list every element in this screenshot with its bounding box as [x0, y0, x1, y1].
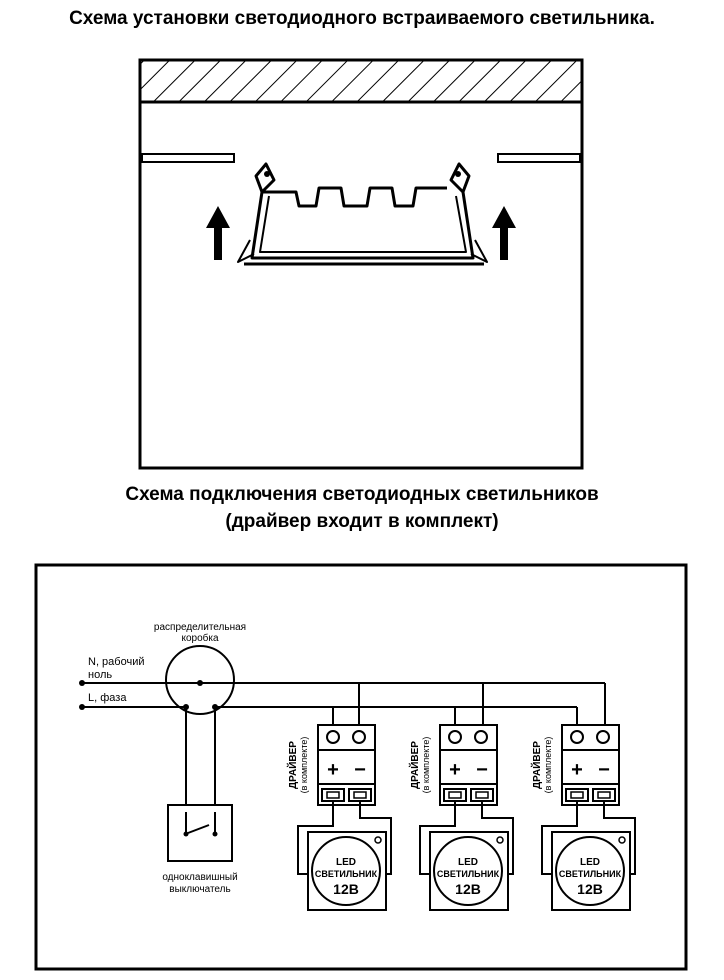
- lamp-label: СВЕТИЛЬНИК: [437, 869, 500, 879]
- terminal-screw: [353, 791, 367, 799]
- switch-label: одноклавишный: [162, 872, 237, 883]
- lamp-label: СВЕТИЛЬНИК: [315, 869, 378, 879]
- neutral-label: ноль: [88, 669, 112, 681]
- lamp-label: LED: [458, 857, 478, 868]
- lamp-label: LED: [580, 857, 600, 868]
- wiring-frame: [34, 563, 688, 971]
- room-frame: [138, 58, 584, 470]
- lamp-wire: [297, 801, 334, 875]
- driver-label-text: ДРАЙВЕР: [530, 741, 543, 789]
- led-fixture-lens: [555, 836, 625, 906]
- plus-sign: +: [327, 759, 339, 781]
- terminal-screw: [597, 791, 611, 799]
- arrow-up-icon: [492, 206, 516, 260]
- led-fixture-lens: [433, 836, 503, 906]
- terminal-screw: [475, 791, 489, 799]
- lamp-wire: [359, 801, 392, 875]
- led-fixture-lens: [311, 836, 381, 906]
- lamp-wire: [481, 801, 514, 875]
- ceiling-panel-right: [497, 153, 581, 163]
- lamp-label: LED: [336, 857, 356, 868]
- driver-sub-label: (в комплекте): [421, 737, 431, 794]
- wiring-diagram: распределительная коробка N, рабочий нол…: [34, 563, 688, 971]
- plus-sign: +: [449, 759, 461, 781]
- driver-label: ДРАЙВЕР(в комплекте): [530, 737, 553, 794]
- arrow-up-icon: [206, 206, 230, 260]
- junction-box-label: распределительная: [154, 622, 246, 633]
- junction-dot: [212, 704, 218, 710]
- neutral-label: N, рабочий: [88, 656, 145, 668]
- driver-label-text: ДРАЙВЕР: [286, 741, 299, 789]
- installation-diagram: [138, 58, 584, 470]
- terminal-screw: [326, 791, 340, 799]
- driver-label-text: ДРАЙВЕР: [408, 741, 421, 789]
- lamp-voltage: 12В: [333, 881, 359, 897]
- switch-label: выключатель: [169, 884, 230, 895]
- junction-box-label: коробка: [181, 632, 218, 644]
- junction-dot: [183, 704, 189, 710]
- driver-input-terminal: [570, 730, 584, 744]
- minus-sign: −: [476, 759, 488, 781]
- driver-sub-label: (в комплекте): [299, 737, 309, 794]
- wiring-diagram-subtitle: (драйвер входит в комплект): [225, 511, 499, 532]
- driver-sub-label: (в комплекте): [543, 737, 553, 794]
- junction-box: [165, 645, 235, 715]
- lamp-wire: [603, 801, 636, 875]
- lamp-voltage: 12В: [455, 881, 481, 897]
- phase-label: L, фаза: [88, 692, 127, 704]
- fixture-screw: [374, 836, 382, 844]
- driver-label: ДРАЙВЕР(в комплекте): [286, 737, 309, 794]
- terminal-screw: [570, 791, 584, 799]
- lamp-label: СВЕТИЛЬНИК: [559, 869, 622, 879]
- lamp-voltage: 12В: [577, 881, 603, 897]
- driver-input-terminal: [474, 730, 488, 744]
- single-key-switch: [167, 804, 233, 862]
- fixture-screw: [618, 836, 626, 844]
- minus-sign: −: [598, 759, 610, 781]
- fixture-screw: [496, 836, 504, 844]
- junction-dot: [197, 680, 203, 686]
- recessed-luminaire: [237, 162, 488, 266]
- ceiling-panel-left: [141, 153, 235, 163]
- terminal-dot: [79, 680, 85, 686]
- driver-label: ДРАЙВЕР(в комплекте): [408, 737, 431, 794]
- plus-sign: +: [571, 759, 583, 781]
- driver-input-terminal: [596, 730, 610, 744]
- lamp-wire: [541, 801, 578, 875]
- terminal-dot: [79, 704, 85, 710]
- terminal-screw: [448, 791, 462, 799]
- driver-input-terminal: [326, 730, 340, 744]
- installation-diagram-title: Схема установки светодиодного встраиваем…: [69, 8, 655, 29]
- lamp-wire: [419, 801, 456, 875]
- driver-input-terminal: [352, 730, 366, 744]
- ceiling-hatching: [141, 61, 581, 102]
- minus-sign: −: [354, 759, 366, 781]
- driver-input-terminal: [448, 730, 462, 744]
- wiring-diagram-title: Схема подключения светодиодных светильни…: [125, 484, 599, 505]
